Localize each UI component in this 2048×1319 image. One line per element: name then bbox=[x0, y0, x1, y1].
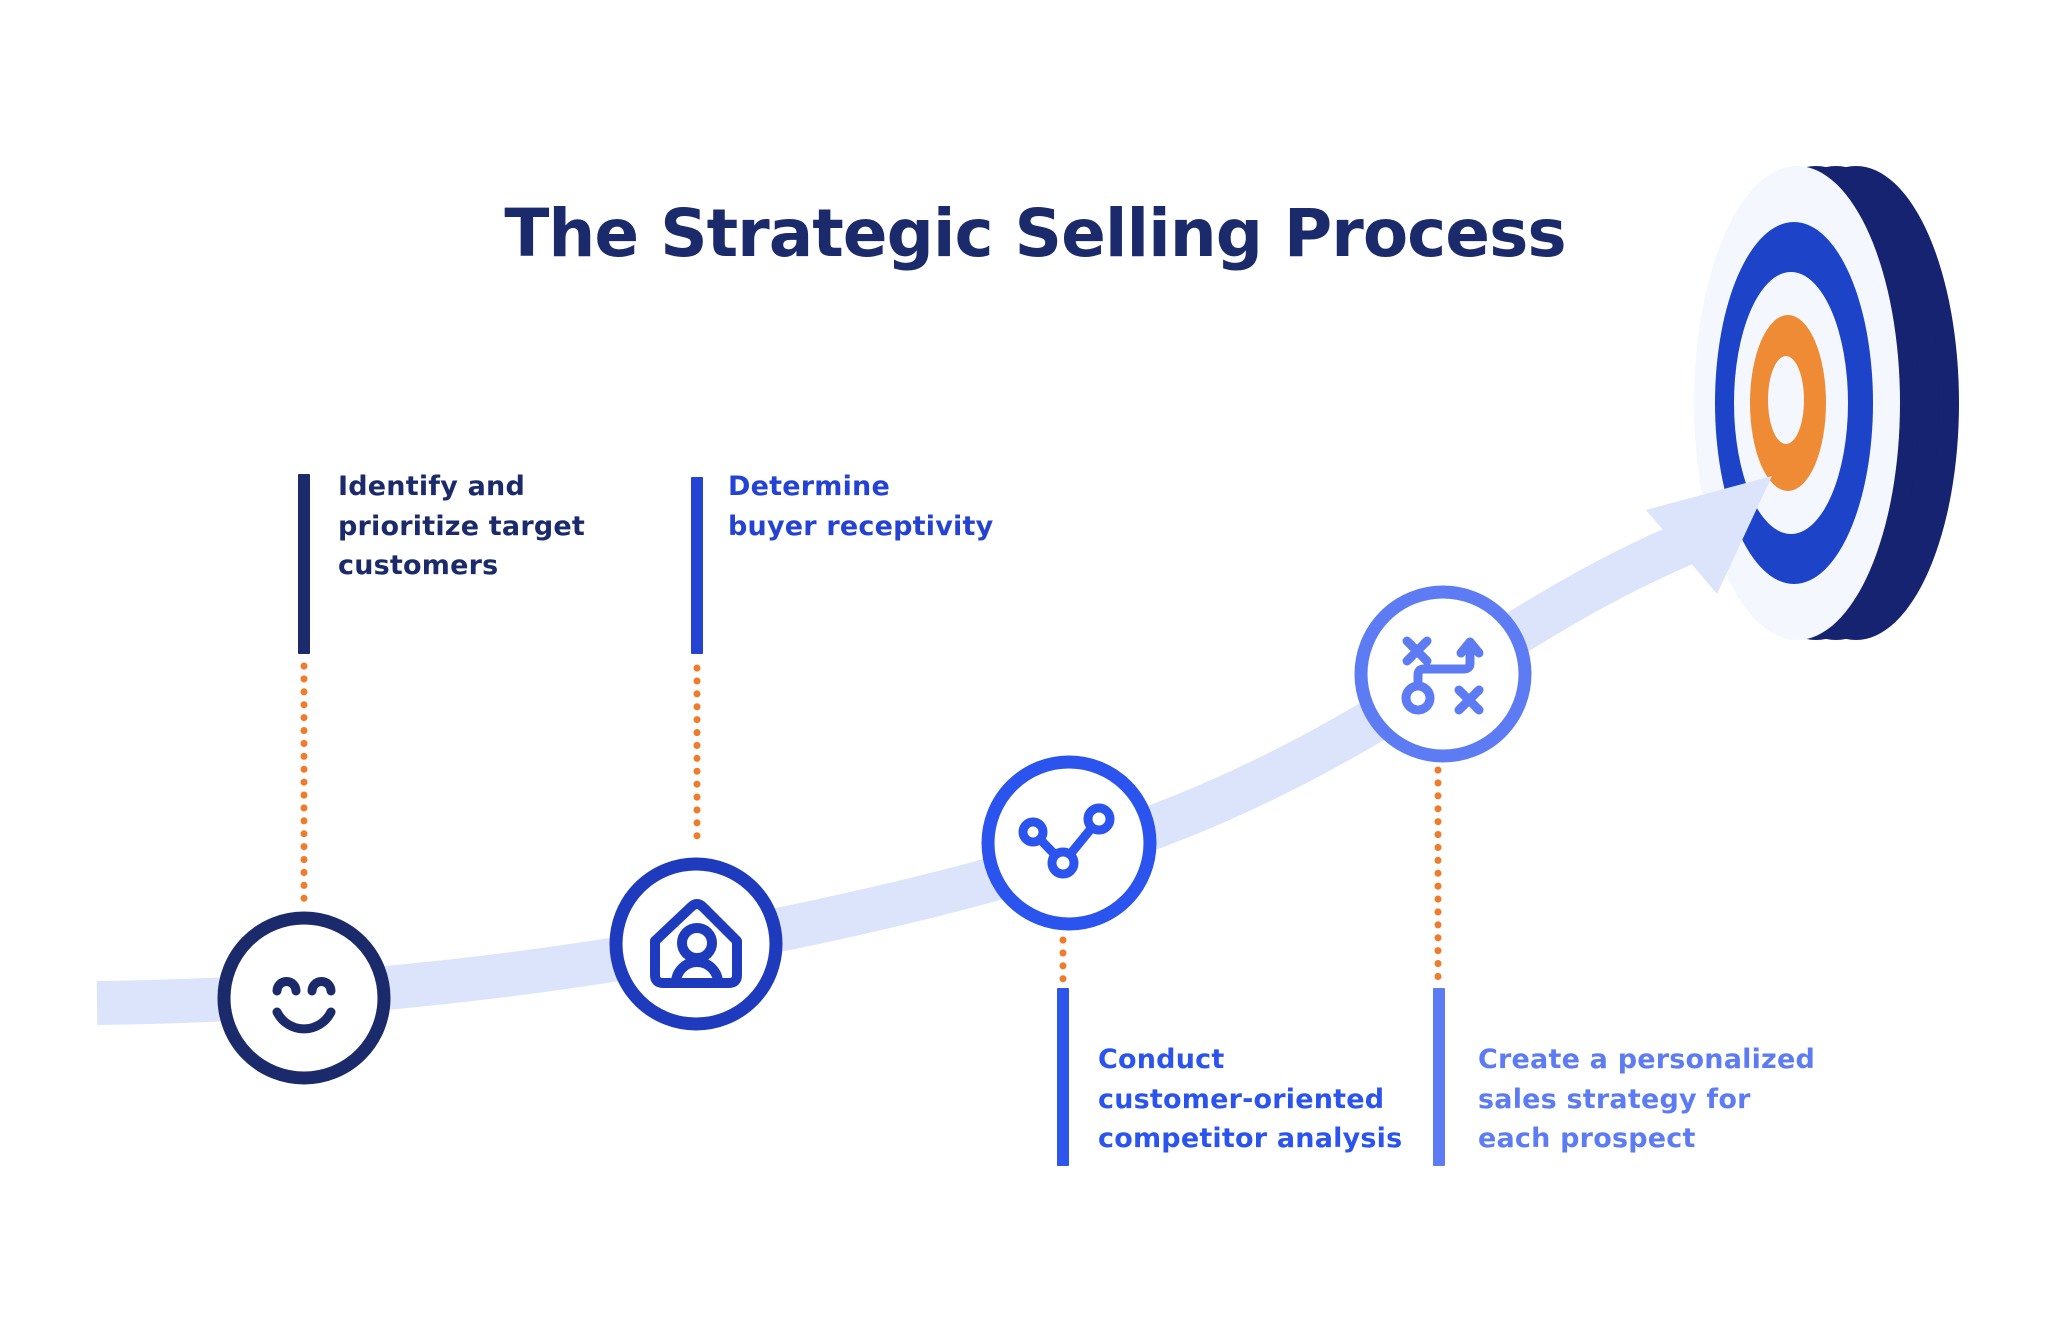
strategy-play-icon bbox=[1401, 636, 1484, 715]
network-chart-icon bbox=[1018, 803, 1115, 879]
step3-accent-bar bbox=[1057, 988, 1069, 1166]
step4-label-line2: sales strategy for bbox=[1478, 1083, 1751, 1115]
step3-label-line3: competitor analysis bbox=[1098, 1123, 1403, 1154]
step3-label-line1: Conduct bbox=[1098, 1044, 1225, 1075]
step2-label-line2: buyer receptivity bbox=[728, 510, 994, 542]
dotted-connectors bbox=[300, 662, 1442, 984]
step4-label-line3: each prospect bbox=[1478, 1123, 1696, 1154]
home-user-icon bbox=[650, 899, 742, 988]
step2-label-line1: Determine bbox=[728, 471, 890, 502]
step1-label-line1: Identify and bbox=[338, 471, 525, 502]
step1-accent-bar bbox=[298, 474, 310, 654]
step4-label-line1: Create a personalized bbox=[1478, 1044, 1815, 1075]
arrow-head bbox=[1646, 476, 1772, 594]
step1-label: Identify and prioritize target customers bbox=[338, 467, 585, 586]
page-title: The Strategic Selling Process bbox=[504, 195, 1566, 272]
step1-label-line2: prioritize target bbox=[338, 510, 585, 542]
step2-label: Determine buyer receptivity bbox=[728, 467, 993, 546]
step2-accent-bar bbox=[691, 477, 703, 654]
milestone-2-circle bbox=[609, 857, 783, 1031]
step1-label-line3: customers bbox=[338, 550, 499, 581]
step4-accent-bar bbox=[1433, 988, 1445, 1166]
smiley-face-icon bbox=[272, 977, 336, 1034]
step3-label-line2: customer-oriented bbox=[1098, 1083, 1385, 1115]
milestone-3-circle bbox=[981, 755, 1157, 931]
milestone-1-circle bbox=[217, 911, 391, 1085]
milestone-4-circle bbox=[1354, 585, 1532, 763]
target-center bbox=[1768, 356, 1804, 444]
step4-label: Create a personalized sales strategy for… bbox=[1478, 1040, 1815, 1159]
step3-label: Conduct customer-oriented competitor ana… bbox=[1098, 1040, 1402, 1159]
